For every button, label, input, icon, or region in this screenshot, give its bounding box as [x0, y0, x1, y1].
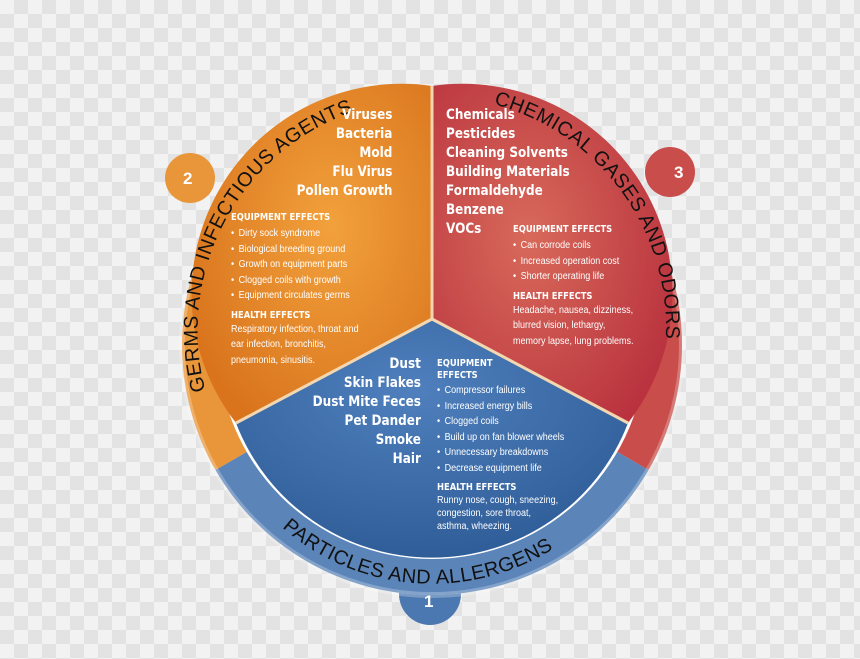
list-item: Equipment circulates germs: [231, 288, 359, 304]
list-item: Increased operation cost: [513, 254, 634, 270]
germs-items: Viruses Bacteria Mold Flu Virus Pollen G…: [281, 106, 392, 201]
particles-effects: EQUIPMENT EFFECTS Compressor failures In…: [437, 358, 578, 533]
particles-equipment-list: Compressor failures Increased energy bil…: [437, 383, 578, 476]
segment-particles: [236, 319, 628, 558]
text-line: asthma, wheezing.: [437, 521, 513, 532]
badge-3-number: 3: [674, 163, 683, 182]
particles-equipment-heading-1: EQUIPMENT: [437, 358, 493, 369]
particles-item: Skin Flakes: [343, 375, 421, 391]
particles-item: Dust: [389, 356, 421, 372]
germs-item: Mold: [358, 145, 392, 161]
germs-item: Pollen Growth: [296, 183, 392, 199]
badge-2: 2: [165, 153, 215, 203]
particles-items: Dust Skin Flakes Dust Mite Feces Pet Dan…: [295, 355, 421, 469]
chemical-equipment-heading: EQUIPMENT EFFECTS: [513, 224, 613, 235]
germs-health-text: Respiratory infection, throat and ear in…: [231, 322, 359, 369]
text-line: Runny nose, cough, sneezing,: [437, 495, 559, 506]
particles-equipment-heading-2: EFFECTS: [437, 370, 478, 381]
chemical-item: Pesticides: [446, 126, 516, 142]
particles-item: Dust Mite Feces: [312, 394, 421, 410]
particles-item: Smoke: [375, 432, 421, 448]
text-line: memory lapse, lung problems.: [513, 335, 634, 347]
chemical-item: Cleaning Solvents: [446, 145, 568, 161]
particles-health-heading: HEALTH EFFECTS: [437, 482, 517, 493]
list-item: Compressor failures: [437, 383, 564, 399]
germs-equipment-list: Dirty sock syndrome Biological breeding …: [231, 226, 373, 304]
list-item: Unnecessary breakdowns: [437, 445, 564, 461]
text-line: ear infection, bronchitis,: [231, 339, 327, 350]
list-item: Decrease equipment life: [437, 461, 564, 477]
chemical-health-heading: HEALTH EFFECTS: [513, 290, 593, 302]
badge-2-number: 2: [183, 169, 192, 188]
list-item: Can corrode coils: [513, 238, 634, 254]
list-item: Clogged coils: [437, 414, 564, 430]
chemical-item: Chemicals: [446, 107, 515, 123]
text-line: Headache, nausea, dizziness,: [513, 304, 634, 316]
chemical-effects: EQUIPMENT EFFECTS Can corrode coils Incr…: [513, 224, 647, 349]
germs-effects: EQUIPMENT EFFECTS Dirty sock syndrome Bi…: [231, 212, 373, 368]
chemical-item: Formaldehyde: [446, 183, 543, 199]
text-line: blurred vision, lethargy,: [513, 320, 606, 331]
chemical-equipment-list: Can corrode coils Increased operation co…: [513, 238, 647, 285]
germs-health-heading: HEALTH EFFECTS: [231, 309, 311, 321]
chemical-item: VOCs: [446, 221, 482, 237]
list-item: Shorter operating life: [513, 269, 634, 285]
chemical-health-text: Headache, nausea, dizziness, blurred vis…: [513, 303, 634, 350]
text-line: pneumonia, sinusitis.: [231, 354, 316, 366]
particles-item: Pet Dander: [344, 413, 421, 429]
text-line: Respiratory infection, throat and: [231, 323, 359, 335]
list-item: Build up on fan blower wheels: [437, 430, 565, 446]
text-line: congestion, sore throat,: [437, 508, 532, 519]
chemical-item: Building Materials: [446, 164, 570, 180]
list-item: Biological breeding ground: [231, 242, 359, 258]
badge-3: 3: [645, 147, 695, 197]
badge-1-number: 1: [424, 592, 433, 611]
list-item: Clogged coils with growth: [231, 273, 359, 289]
particles-health-text: Runny nose, cough, sneezing, congestion,…: [437, 494, 564, 533]
list-item: Dirty sock syndrome: [231, 226, 359, 242]
chemical-items: Chemicals Pesticides Cleaning Solvents B…: [446, 106, 590, 239]
germs-equipment-heading: EQUIPMENT EFFECTS: [231, 212, 331, 223]
germs-item: Flu Virus: [331, 164, 392, 180]
germs-item: Viruses: [341, 107, 392, 123]
list-item: Growth on equipment parts: [231, 257, 359, 273]
particles-item: Hair: [392, 451, 421, 467]
chemical-item: Benzene: [446, 202, 504, 218]
list-item: Increased energy bills: [437, 399, 564, 415]
germs-item: Bacteria: [335, 126, 392, 142]
